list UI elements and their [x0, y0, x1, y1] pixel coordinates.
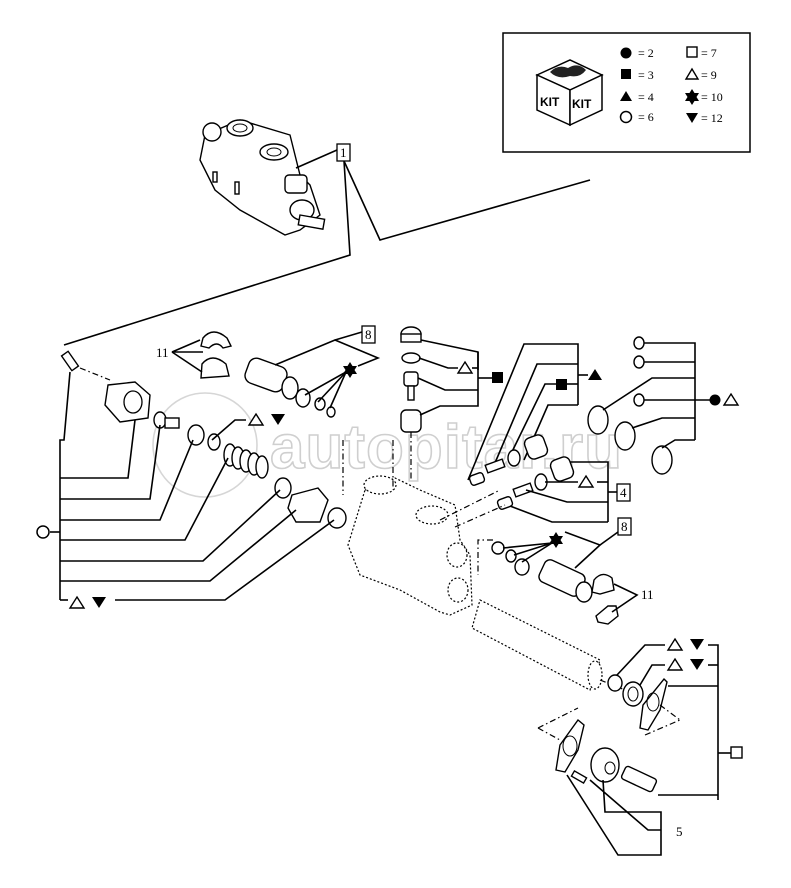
- spring: [223, 443, 269, 479]
- callout-11-left: 11: [156, 345, 169, 360]
- svg-text:= 2: = 2: [638, 46, 654, 60]
- left-parts: [60, 350, 347, 529]
- legend-entry-6: = 6: [619, 110, 654, 124]
- callout-8-right: 8: [621, 519, 628, 534]
- filled-square-icon: [556, 379, 567, 390]
- valve-assembly-illustration: [199, 119, 326, 236]
- svg-text:= 10: = 10: [701, 90, 723, 104]
- kit-box-icon: KIT KIT: [535, 59, 604, 127]
- center-stack: [400, 326, 503, 480]
- legend-entry-9: = 9: [684, 67, 717, 82]
- filled-triangle-up-icon: [620, 91, 632, 101]
- valve-body: [342, 440, 626, 691]
- open-triangle-up-icon: [456, 360, 474, 374]
- svg-text:= 7: = 7: [701, 46, 717, 60]
- open-triangle-up-icon: [68, 595, 86, 609]
- kit-label-left: KIT: [540, 95, 560, 109]
- open-triangle-up-icon: [722, 392, 740, 406]
- legend-entry-4: = 4: [620, 90, 654, 104]
- legend-entry-3: = 3: [621, 68, 654, 82]
- left-callout-tree: [36, 371, 335, 609]
- open-triangle-up-icon: [684, 67, 700, 80]
- legend-entry-2: = 2: [620, 46, 654, 60]
- spring-kit-group: 4: [496, 456, 631, 523]
- filled-triangle-down-icon: [686, 113, 698, 123]
- filled-triangle-down-icon: [92, 597, 106, 608]
- filled-star-icon: [685, 89, 699, 105]
- cartridge-left: 8: [244, 325, 381, 418]
- svg-text:= 6: = 6: [638, 110, 654, 124]
- svg-text:= 9: = 9: [701, 68, 717, 82]
- open-square-icon: [730, 746, 743, 759]
- clips-left: 11: [156, 331, 233, 379]
- svg-text:1: 1: [340, 145, 347, 160]
- open-circle-icon: [619, 110, 633, 124]
- open-triangle-up-icon: [666, 657, 684, 671]
- filled-square-icon: [492, 372, 503, 383]
- legend-entry-10: = 10: [685, 89, 723, 105]
- svg-text:= 4: = 4: [638, 90, 654, 104]
- filled-circle-icon: [620, 47, 632, 59]
- callout-4: 4: [620, 485, 627, 500]
- filled-square-icon: [621, 69, 631, 79]
- open-square-icon: [686, 46, 698, 58]
- filled-triangle-up-icon: [588, 369, 602, 380]
- callout-1: 1: [63, 143, 591, 346]
- filled-circle-icon: [709, 394, 721, 406]
- filled-triangle-down-icon: [690, 639, 704, 650]
- filled-star-icon: [343, 362, 357, 378]
- right-orings: [587, 336, 740, 475]
- open-circle-icon: [36, 525, 50, 539]
- cartridge-right: 8 11: [477, 517, 654, 625]
- open-triangle-up-icon: [666, 637, 684, 651]
- open-triangle-up-icon: [577, 474, 595, 488]
- filled-star-icon: [549, 532, 563, 548]
- svg-text:= 12: = 12: [701, 111, 723, 125]
- lower-right-group: 5: [537, 637, 743, 856]
- svg-text:= 3: = 3: [638, 68, 654, 82]
- right-upper-callouts: [467, 343, 602, 486]
- filled-triangle-down-icon: [271, 414, 285, 425]
- callout-5: 5: [676, 824, 683, 839]
- callout-11-right: 11: [641, 587, 654, 602]
- filled-triangle-down-icon: [690, 659, 704, 670]
- callout-8-left: 8: [365, 327, 372, 342]
- kit-legend: KIT KIT = 2 = 3 = 4 = 6 = 7 = 9: [502, 32, 751, 153]
- kit-label-right: KIT: [572, 97, 592, 111]
- open-triangle-up-icon: [247, 412, 265, 426]
- legend-entry-12: = 12: [686, 111, 723, 125]
- legend-entry-7: = 7: [686, 46, 717, 60]
